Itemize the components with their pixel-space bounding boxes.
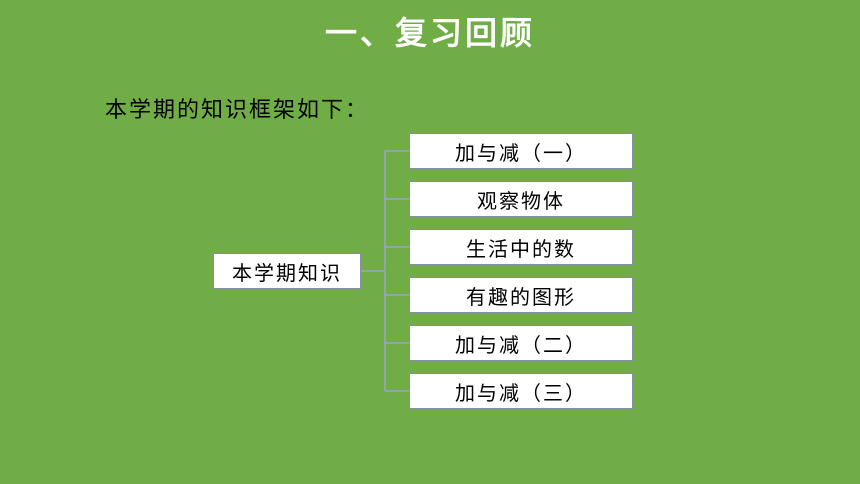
child-node-3: 生活中的数	[409, 229, 633, 265]
child-node-label: 加与减（三）	[455, 380, 587, 405]
child-node-4: 有趣的图形	[409, 277, 633, 313]
child-node-label: 有趣的图形	[466, 284, 576, 309]
child-node-6: 加与减（三）	[409, 373, 633, 409]
child-node-5: 加与减（二）	[409, 325, 633, 361]
root-node: 本学期知识	[213, 253, 361, 289]
child-node-label: 加与减（一）	[455, 140, 587, 165]
child-node-1: 加与减（一）	[409, 133, 633, 169]
intro-text: 本学期的知识框架如下：	[105, 98, 370, 123]
page-title: 一、复习回顾	[324, 14, 535, 52]
child-node-label: 观察物体	[477, 188, 565, 213]
root-node-label: 本学期知识	[232, 260, 342, 285]
child-node-2: 观察物体	[409, 181, 633, 217]
child-node-label: 加与减（二）	[455, 332, 587, 357]
child-node-label: 生活中的数	[466, 236, 576, 261]
